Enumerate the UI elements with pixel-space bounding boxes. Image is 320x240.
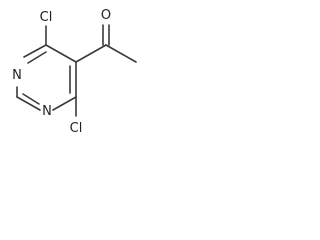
bond-c4-c5 (45, 44, 77, 63)
atom-label-n-lower: N (42, 104, 52, 119)
bond-carbonyl-methyl (105, 44, 137, 63)
bond-n3-c4-inner (27, 51, 47, 64)
atom-label-o: O (101, 8, 111, 23)
bond-n1-c2 (16, 96, 41, 111)
molecule-structure-drawing: Cl N N Cl O (12, 8, 137, 136)
bond-n3-c4 (23, 44, 47, 58)
atom-label-cl-bottom: Cl (70, 121, 83, 136)
bonds (16, 24, 137, 117)
bond-c5-carbonyl (75, 44, 107, 63)
atom-labels: Cl N N Cl O (12, 8, 111, 136)
bond-n1-c2-inner (22, 93, 40, 105)
atom-label-n-upper: N (12, 68, 22, 83)
bond-c6-n1 (52, 96, 77, 111)
atom-label-cl-top: Cl (40, 10, 53, 25)
